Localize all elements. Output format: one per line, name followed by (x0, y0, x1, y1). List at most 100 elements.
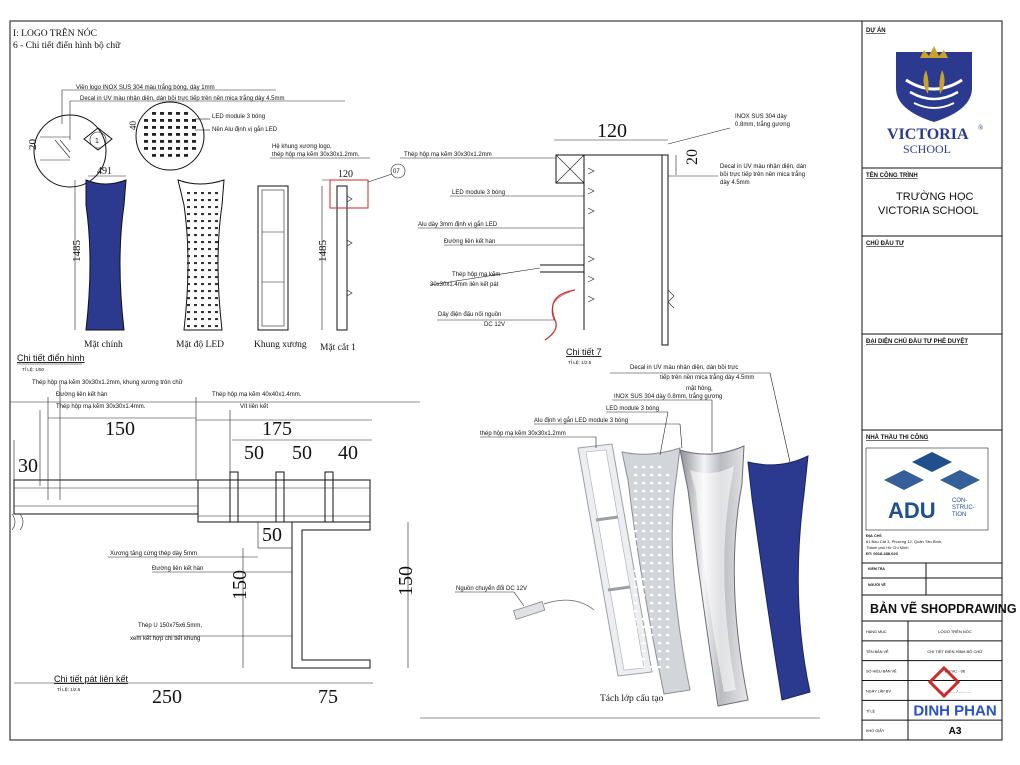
tb-ten-cong-trinh-1: TRƯỜNG HỌC (896, 190, 974, 203)
pat-dim-150r: 150 (395, 566, 417, 596)
d7-note-cable-a: Dây điện đấu nối nguồn (438, 312, 501, 318)
d7-dim-20: 20 (684, 149, 701, 165)
tb-nguoi-ve: NGƯỜI VẼ (868, 582, 886, 587)
exp-note-alu: Alu định vị gắn LED module 3 bóng (534, 417, 628, 424)
pat-note-frame: Thép hộp mạ kẽm 30x30x1.2mm, khung xương… (32, 380, 183, 386)
pat-dim-50a: 50 (244, 442, 264, 464)
dim-1485b-label: 1485 (317, 240, 329, 263)
pat-dim-50c: 50 (262, 524, 282, 546)
tb-dia-chi-2: Thành phố Hồ Chí Minh (866, 545, 908, 550)
frame-view-outline (257, 185, 289, 331)
d7-note-inox-b: 0.8mm, trắng gương (735, 121, 790, 128)
detail-bracket-title: Chi tiết pát liên kết (54, 674, 129, 684)
section-highlight-box (329, 179, 369, 209)
d7-note-decal-b: bồi trực tiếp trên nền mica trắng (720, 171, 805, 178)
tb-row-value: A3 (949, 726, 962, 737)
pat-note-steel30: Thép hộp mạ kẽm 30x30x1.4mm. (56, 404, 146, 410)
exp-note-power: Nguồn chuyển đổi DC 12V (456, 585, 527, 592)
dim-1485a-label: 1485 (71, 240, 83, 263)
pat-dim-175: 175 (262, 418, 292, 440)
exp-note-steel: thép hộp mạ kẽm 30x30x1.2mm (480, 431, 566, 437)
tb-dia-chi-label: ĐỊA CHỈ: (866, 533, 882, 538)
detail-bracket: 150 175 50 50 40 30 50 150 150 250 75 (10, 380, 420, 708)
callout-1-label: 1 (95, 138, 99, 145)
sheet-header-line2: 6 - Chi tiết điển hình bộ chữ (13, 40, 121, 51)
tb-du-an-label: DỰ ÁN (866, 27, 886, 34)
exp-note-inox: INOX SUS 304 dày 0.8mm, trắng gương (614, 393, 722, 400)
zoom-circle-led (135, 101, 205, 171)
pat-note-uchannel-b: xem kết hợp chi tiết khung (130, 636, 200, 642)
d7-power-cable (544, 289, 576, 341)
tb-contractor-box (865, 447, 989, 531)
exploded-power-supply (512, 601, 546, 620)
detail-7-title: Chi tiết 7 (566, 347, 602, 357)
detail-typical-scale: TỈ LỆ: 1/50 (22, 365, 45, 372)
exploded-led-board (621, 447, 691, 695)
led-view-dots (187, 192, 218, 328)
tb-logo-text: VICTORIA (887, 126, 969, 143)
adu-logo (884, 452, 980, 490)
led-view-outline (177, 179, 225, 331)
exp-note-side: mặt hông, (686, 386, 713, 392)
view-label-section: Mặt cắt 1 (320, 342, 356, 353)
exploded-decal-face (747, 455, 811, 701)
pat-note-stiffener: Xương tăng cứng thép dày 5mm (110, 551, 197, 557)
pat-note-steel40: Thép hộp mạ kẽm 40x40x1.4mm. (212, 392, 302, 398)
pat-beam-left (13, 479, 199, 515)
tb-row-label: SỐ HIỆU BẢN VẼ (866, 669, 897, 674)
tb-row-value: DV-VC - 06 (945, 669, 966, 674)
d7-note-steel2-a: Thép hộp mạ kẽm (452, 272, 500, 278)
tb-row-label: HẠNG MỤC (866, 630, 887, 634)
tb-row-label: TÊN BẢN VẼ (866, 649, 889, 654)
detail-typical: 1 20 40 491 1485 120 07 1485 (17, 84, 406, 372)
callout-bubble-1 (89, 131, 107, 149)
exp-note-decal-a: Decal in UV màu nhận diện, dán bồi trực (630, 365, 738, 371)
detail-bracket-scale: TỈ LỆ: 1/2.5 (57, 685, 81, 692)
pat-dim-250: 250 (152, 686, 182, 708)
detail-typical-title: Chi tiết điển hình (17, 353, 85, 363)
tb-adu-sub3: TION (952, 512, 966, 518)
dim-20-label: 20 (27, 139, 39, 151)
tb-row-label: KHỔ GIẤY (866, 728, 885, 733)
tb-nha-thau-label: NHÀ THẦU THI CÔNG (866, 433, 929, 441)
view-label-frame: Khung xương (254, 340, 307, 350)
sheet-header-line1: I: LOGO TRÊN NÓC (13, 27, 97, 39)
note-inox-border: Viền logo INOX SUS 304 màu trắng bóng, d… (76, 84, 215, 91)
note-frame-2: thép hộp mạ kẽm 30x30x1.2mm. (272, 152, 360, 158)
dim-40-label: 40 (128, 121, 138, 131)
exploded-led-dots (634, 466, 670, 669)
d7-note-led: LED module 3 bóng (452, 190, 505, 196)
tb-logo-sub: SCHOOL (903, 142, 951, 156)
pat-u-channel (291, 521, 371, 669)
tb-kiem-tra: KIỂM TRA (868, 566, 885, 571)
d7-note-cable-b: DC 12V (484, 322, 505, 328)
pat-note-uchannel-a: Thép U 150x75x6.5mm, (138, 623, 202, 629)
d7-note-alu: Alu dày 3mm định vị gắn LED (418, 221, 498, 228)
tb-row-label: NGÀY LẬP BV (866, 688, 891, 693)
tb-ban-ve-shopdrawing: BẢN VẼ SHOPDRAWING (870, 601, 1017, 616)
d7-note-steel2-b: 30x30x1.4mm liên kết pát (430, 282, 499, 288)
tb-ten-cong-trinh-label: TÊN CÔNG TRÌNH (866, 171, 918, 179)
tb-chu-dau-tu-label: CHỦ ĐẦU TƯ (866, 240, 904, 247)
d7-note-decal-c: dày 4.5mm (720, 180, 750, 186)
d7-note-decal-a: Decal in UV màu nhận diện, dán (720, 164, 806, 170)
note-alu-base: Nền Alu định vị gắn LED (212, 126, 278, 133)
tb-row-value: DINH PHAN (913, 702, 996, 719)
d7-dim-120: 120 (597, 120, 627, 142)
tb-row-label: TỈ LỆ (866, 708, 876, 713)
callout-bubble-07 (390, 163, 406, 179)
pat-note-weld2: Đường liên kết hàn (152, 566, 203, 572)
note-decal: Decal in UV màu nhận diện, dán bồi trực … (80, 95, 284, 102)
d7-note-steel: Thép hộp mạ kẽm 30x30x1.2mm (404, 152, 492, 158)
pat-dim-40: 40 (338, 442, 358, 464)
front-view-logo (85, 179, 127, 331)
pat-note-weld: Đường liên kết hàn (56, 392, 107, 398)
tb-adu-sub1: CON- (952, 498, 967, 504)
note-frame-1: Hệ khung xương logo, (272, 144, 332, 150)
tb-dai-dien-label: ĐẠI DIỆN CHỦ ĐẦU TƯ PHÊ DUYỆT (866, 337, 968, 345)
led-dot-pattern (144, 112, 196, 157)
tb-dia-chi-1: 61 Bàu Cát 3, Phường 12, Quận Tân Bình, (866, 539, 942, 544)
title-block: DỰ ÁN VICTORIA ® SCHOOL TÊN CÔNG TRÌNH T… (862, 27, 1017, 740)
